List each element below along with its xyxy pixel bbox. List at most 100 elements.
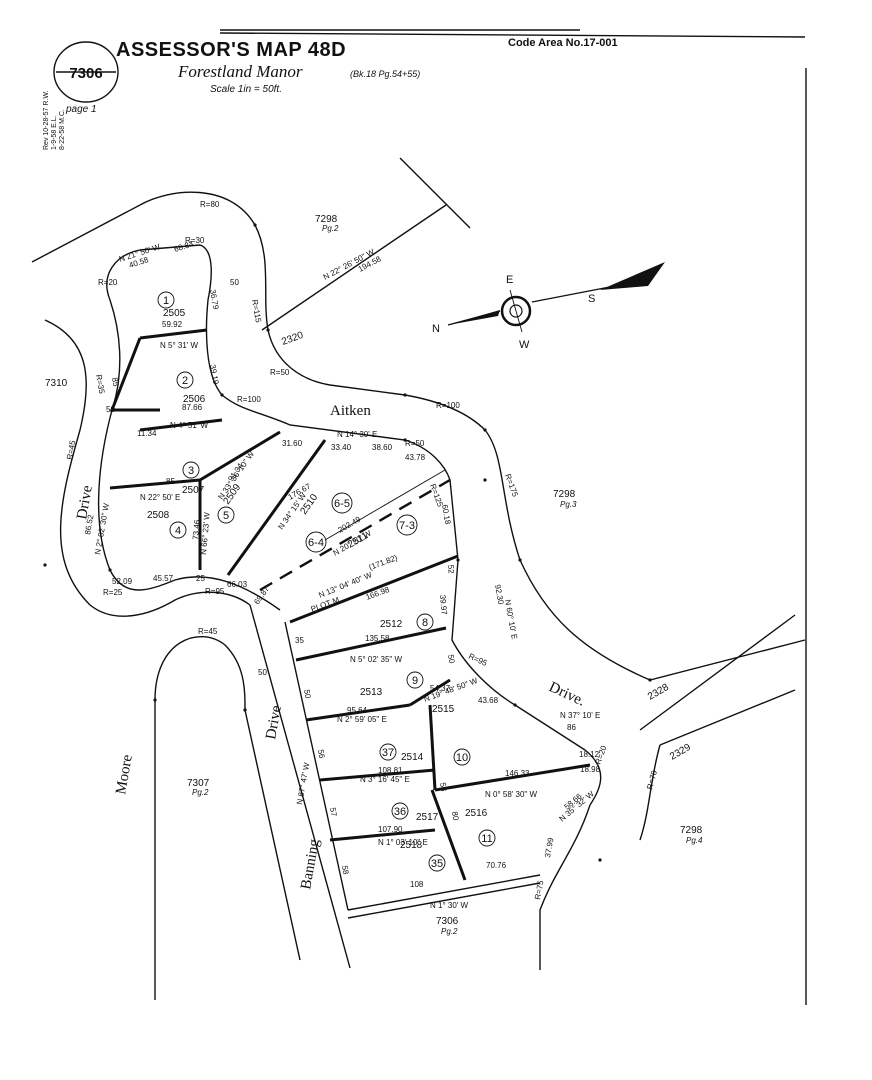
- dim-50a: 50: [230, 278, 239, 287]
- parcel-2515: 2515: [432, 704, 455, 715]
- adjacent-2320: 2320: [280, 330, 305, 348]
- dim-r25: R=25: [103, 588, 123, 597]
- dim-86: 86: [567, 723, 576, 732]
- dim-107-90: 107.90: [378, 825, 403, 834]
- adjacent-7307-page: Pg.2: [192, 788, 209, 797]
- boundary-ne-2: [261, 204, 447, 331]
- parcel-2513: 2513: [360, 687, 383, 698]
- dim-bearing-60-10: N 60° 10' E: [503, 599, 519, 640]
- lot-36: 36: [394, 806, 406, 818]
- dim-bearing-66-23: N 66° 23' W: [199, 512, 212, 556]
- dim-54-37: 54.37: [430, 684, 451, 693]
- lot-10: 10: [456, 752, 468, 764]
- parcel-2505: 2505: [163, 308, 186, 319]
- dim-bearing-5-02: N 5° 02' 35" W: [350, 655, 402, 664]
- drive-left-label: Drive: [74, 484, 96, 521]
- dim-56: 56: [316, 749, 327, 760]
- dim-85: 85: [110, 377, 121, 388]
- dim-52-09: 52.09: [112, 577, 133, 586]
- dim-53: 53: [438, 782, 449, 793]
- dim-r100a: R=100: [237, 395, 261, 404]
- map-subtitle: Forestland Manor: [177, 62, 303, 81]
- adjacent-7298-right: 7298: [553, 489, 576, 500]
- dim-73-46: 73.46: [191, 519, 202, 540]
- dim-87-66: 87.66: [182, 403, 203, 412]
- adjacent-7298-bottom: 7298: [680, 825, 703, 836]
- compass-w: W: [519, 339, 530, 351]
- dim-r20: R=20: [98, 278, 118, 287]
- dim-r100b: R=100: [436, 401, 460, 410]
- revision-3: 8-22-58 M.C.: [59, 109, 66, 150]
- adjacent-7298-right-page: Pg.3: [560, 500, 577, 509]
- survey-points: [43, 223, 652, 862]
- dim-r45b: R=45: [198, 627, 218, 636]
- dim-18-12: 18.12: [579, 750, 600, 759]
- dim-18-98: 18.98: [580, 765, 601, 774]
- dim-50b: 50: [106, 405, 115, 414]
- parcel-2512: 2512: [380, 619, 403, 630]
- moore-drive-edge: [154, 636, 301, 1000]
- lot-3: 3: [188, 465, 194, 477]
- dim-85b: 85: [166, 477, 175, 486]
- dim-86-52: 86.52: [83, 514, 95, 536]
- adjacent-7310: 7310: [45, 378, 68, 389]
- book-reference: (Bk.18 Pg.54+55): [350, 69, 420, 79]
- dim-bearing-14-30: N 14° 30' E: [337, 430, 377, 439]
- lot-5: 5: [223, 510, 229, 522]
- dim-bearing-2-59: N 2° 59' 05" E: [337, 715, 387, 724]
- dim-bearing-0-58: N 0° 58' 30" W: [485, 790, 537, 799]
- dim-50e: 50: [446, 654, 457, 665]
- dim-95-64: 95.64: [347, 706, 368, 715]
- dim-r35: R=35: [94, 374, 106, 395]
- map-number-circle: [53, 41, 119, 103]
- compass-s: S: [588, 293, 595, 305]
- bottom-boundary-2: [347, 882, 541, 919]
- title-rule: [219, 32, 806, 38]
- dim-31-60: 31.60: [282, 439, 303, 448]
- dim-r95b: R=95: [467, 652, 489, 669]
- dim-r115: R=115: [250, 299, 263, 324]
- revision-notes: Rev 10-28-57 R.W. 1-9-58 E.L. 8-22-58 M.…: [43, 90, 66, 150]
- dim-171-82: (171.82): [368, 553, 399, 572]
- dim-r30: R=30: [185, 236, 205, 245]
- lot-lines: [109, 328, 591, 881]
- dim-92-30: 92.30: [493, 584, 505, 606]
- dim-r175: R=175: [503, 473, 520, 499]
- lot-7-3: 7-3: [399, 520, 415, 532]
- parcel-2516: 2516: [465, 808, 488, 819]
- adjacent-2329: 2329: [668, 742, 693, 763]
- boundary-2328: [639, 614, 796, 731]
- dim-50d: 50: [302, 689, 313, 700]
- dim-135-58: 135.58: [365, 634, 390, 643]
- parcel-2508: 2508: [147, 510, 170, 521]
- lot-number-circles: 1 2 3 4 5 6-4 6-5 7-3 8 9 10 11 35 36 37: [157, 291, 496, 872]
- bottom-boundary-1: [347, 874, 541, 911]
- dim-r70: R=70: [645, 769, 659, 791]
- banning-drive-east-edge: [284, 621, 349, 911]
- dim-68-84: 68.84: [173, 239, 195, 254]
- dim-43-78: 43.78: [405, 453, 426, 462]
- map-title: ASSESSOR'S MAP 48D: [116, 39, 346, 61]
- dim-11-34: 11.34: [137, 429, 157, 438]
- code-area: Code Area No.17-001: [508, 37, 618, 49]
- dim-bearing-87-47: N 87° 47' W: [295, 761, 311, 805]
- dim-r50a: R=50: [270, 368, 290, 377]
- dim-108-81: 108.81: [378, 766, 403, 775]
- dim-108: 108: [410, 880, 424, 889]
- dim-bearing-1-30: N 1° 30' W: [430, 901, 469, 910]
- dim-43-68: 43.68: [478, 696, 499, 705]
- drive-left-inner-edge: [97, 299, 281, 611]
- dim-r45a: R=45: [65, 439, 77, 460]
- page-label: page 1: [65, 104, 97, 115]
- dim-36-79: 36.79: [208, 289, 220, 311]
- dim-r95: R=95: [205, 587, 225, 596]
- parcel-2506: 2506: [183, 394, 206, 405]
- dim-r50b: R=50: [405, 439, 425, 448]
- dim-70-76: 70.76: [486, 861, 507, 870]
- lot-6-4: 6-4: [308, 537, 324, 549]
- lot-6-5: 6-5: [334, 498, 350, 510]
- dim-bearing-2-02: N 2° 02' 30" W: [93, 502, 111, 555]
- dim-202-49: 202.49: [337, 514, 363, 534]
- dim-59-92: 59.92: [162, 320, 183, 329]
- dim-45-57: 45.57: [153, 574, 174, 583]
